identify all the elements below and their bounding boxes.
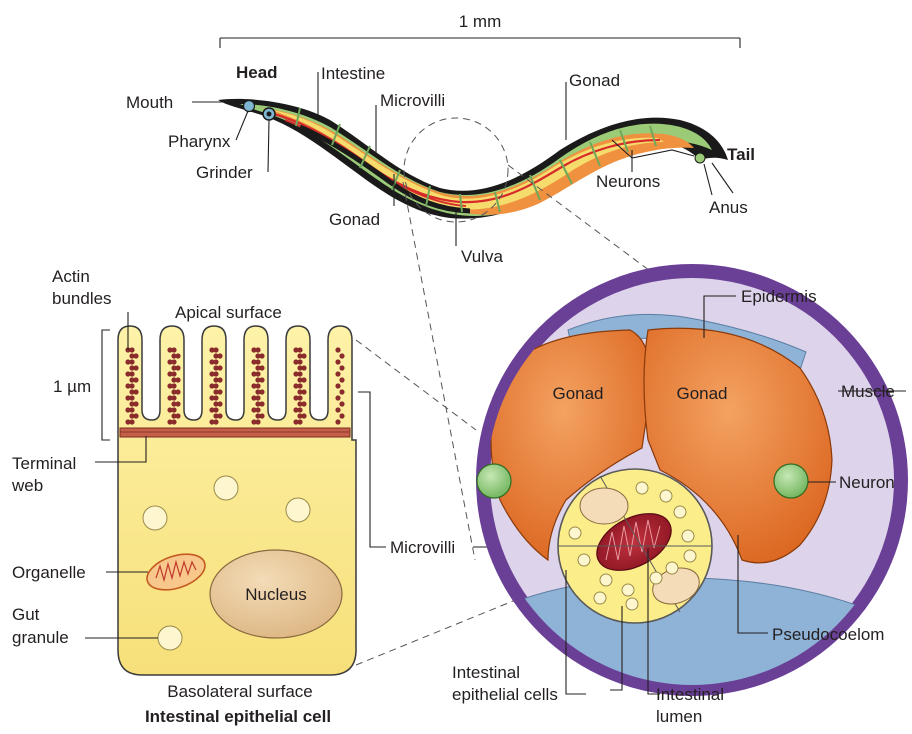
label-pharynx: Pharynx <box>168 132 231 151</box>
label-scale-1um: 1 µm <box>53 377 91 396</box>
worm-body <box>218 99 728 219</box>
label-nucleus: Nucleus <box>245 585 306 604</box>
label-gonad-left: Gonad <box>552 384 603 403</box>
label-neuron: Neuron <box>839 473 895 492</box>
label-organelle: Organelle <box>12 563 86 582</box>
neuron-right <box>774 464 808 498</box>
label-lumen-line1: Intestinal <box>656 685 724 704</box>
label-microvilli-worm: Microvilli <box>380 91 445 110</box>
epithelial-cell <box>118 326 356 675</box>
label-terminal-line2: web <box>11 476 43 495</box>
label-gonad-bottom: Gonad <box>329 210 380 229</box>
label-terminal-line1: Terminal <box>12 454 76 473</box>
label-microvilli-cell: Microvilli <box>390 538 455 557</box>
neuron-left <box>477 464 511 498</box>
label-gut-line1: Gut <box>12 605 40 624</box>
label-gonad-top: Gonad <box>569 71 620 90</box>
label-actin-line1: Actin <box>52 267 90 286</box>
label-cells-line1: Intestinal <box>452 663 520 682</box>
label-muscle: Muscle <box>841 382 895 401</box>
label-lumen-line2: lumen <box>656 707 702 726</box>
label-pseudocoelom: Pseudocoelom <box>772 625 884 644</box>
label-neurons: Neurons <box>596 172 660 191</box>
label-cells-line2: epithelial cells <box>452 685 558 704</box>
label-vulva: Vulva <box>461 247 503 266</box>
scale-bar-label: 1 mm <box>459 12 502 31</box>
label-grinder: Grinder <box>196 163 253 182</box>
label-epidermis: Epidermis <box>741 287 817 306</box>
label-apical-surface: Apical surface <box>175 303 282 322</box>
worm-leaders <box>192 72 733 246</box>
scale-bar: 1 mm <box>220 12 740 48</box>
label-head: Head <box>236 63 278 82</box>
label-anus: Anus <box>709 198 748 217</box>
label-tail: Tail <box>727 145 755 164</box>
label-cell-title: Intestinal epithelial cell <box>145 707 331 726</box>
label-actin-line2: bundles <box>52 289 112 308</box>
label-intestine: Intestine <box>321 64 385 83</box>
label-gut-line2: granule <box>12 628 69 647</box>
label-mouth: Mouth <box>126 93 173 112</box>
label-basolateral: Basolateral surface <box>167 682 313 701</box>
label-gonad-right: Gonad <box>676 384 727 403</box>
